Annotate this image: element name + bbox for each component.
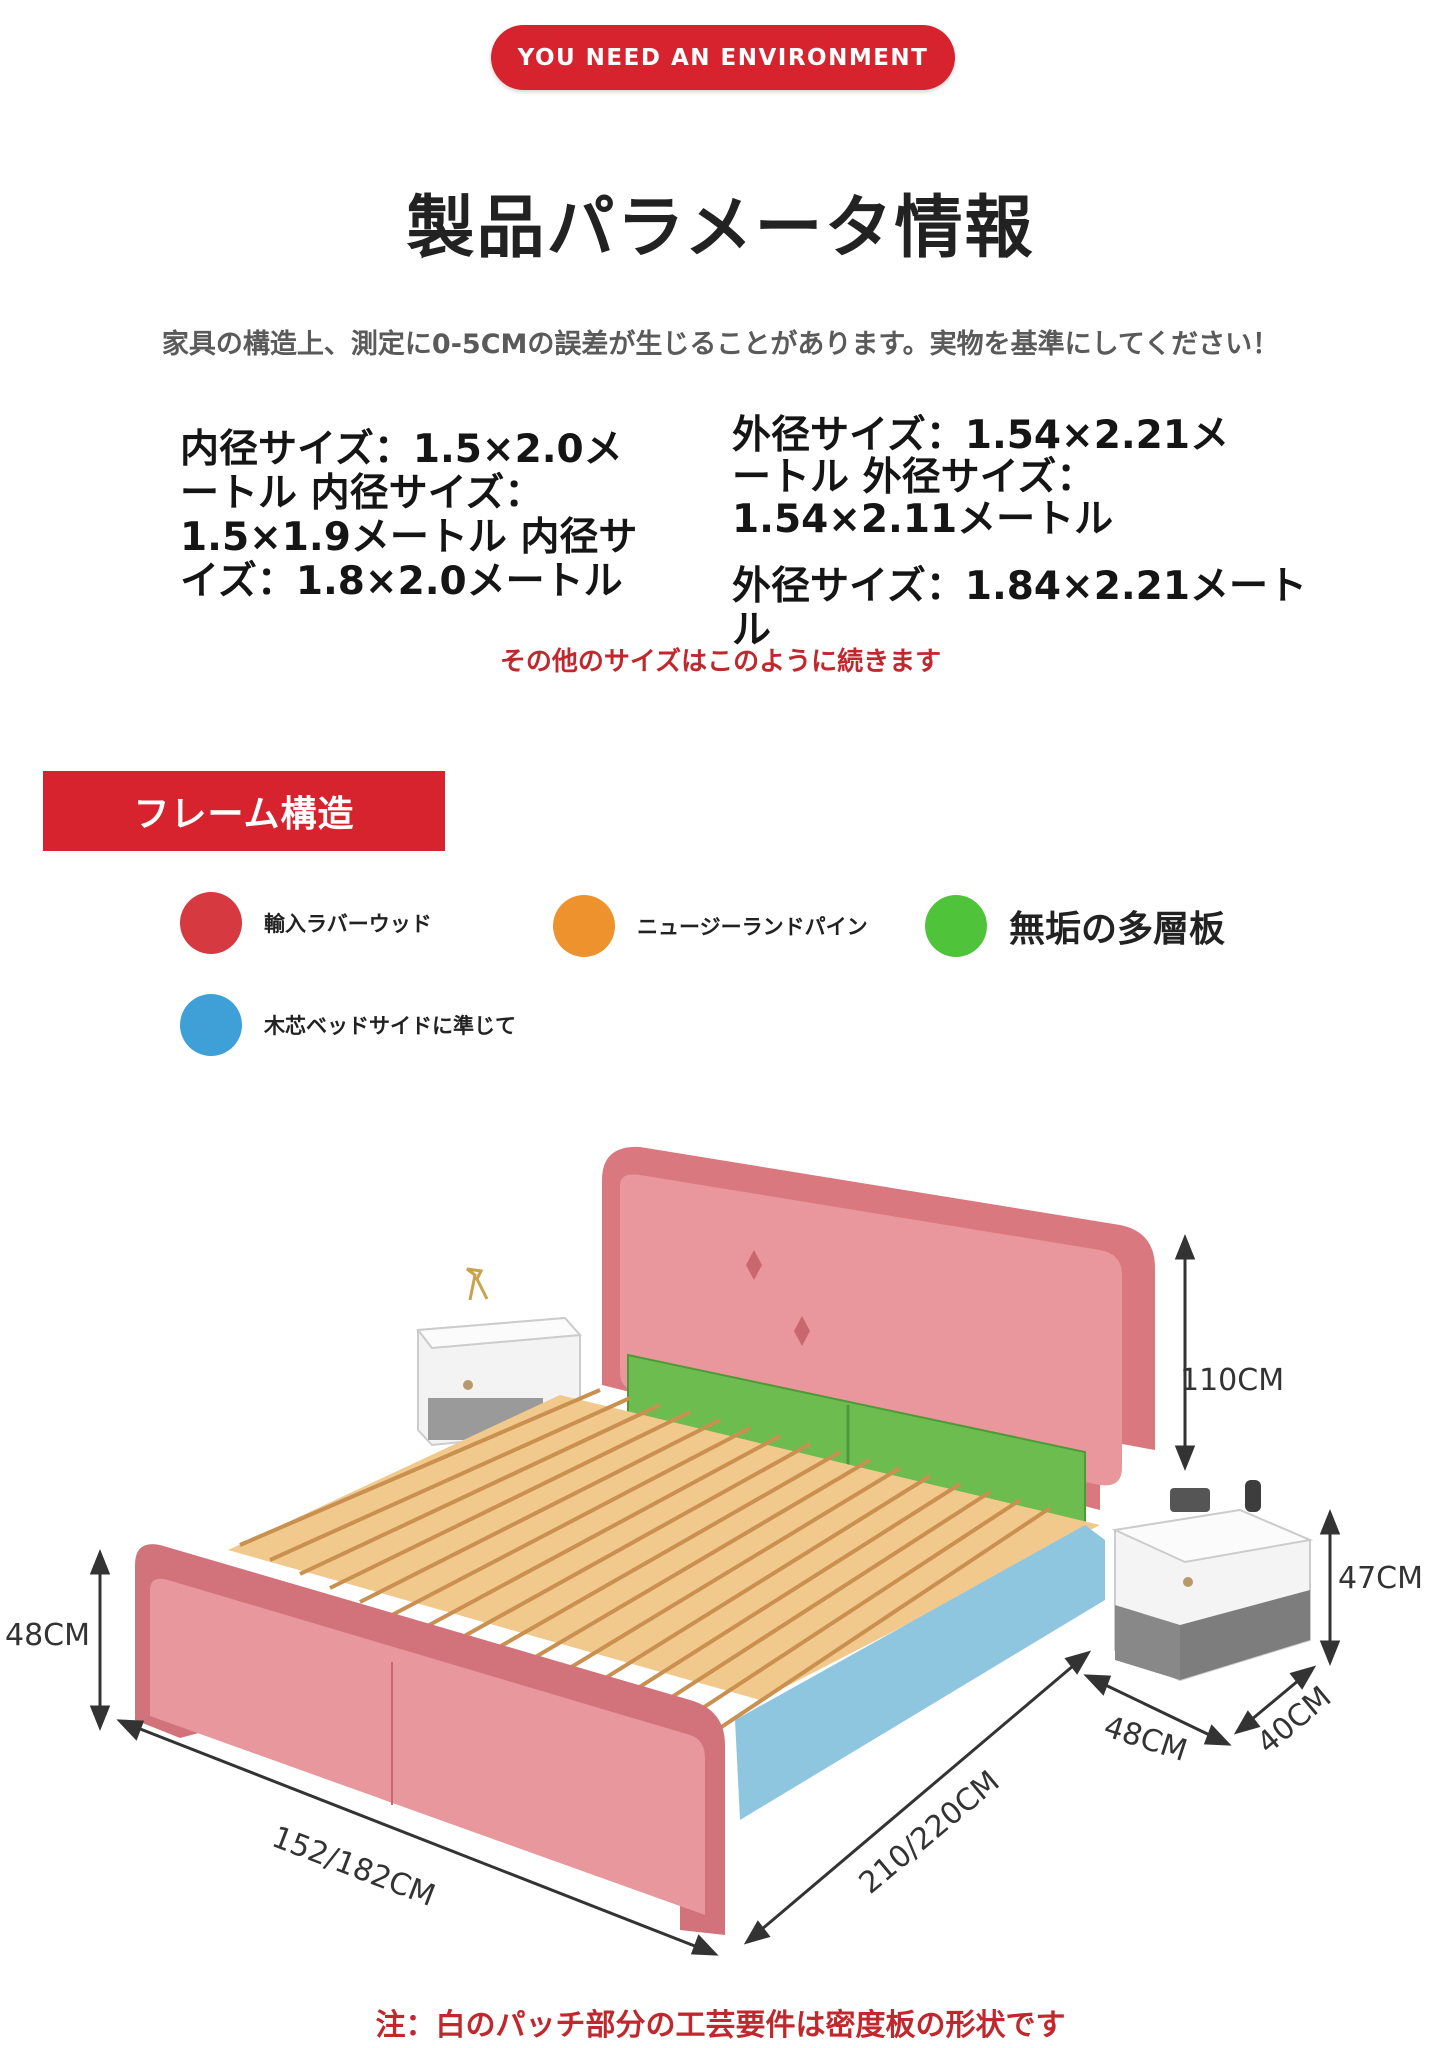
legend-label: 輸入ラバーウッド bbox=[264, 912, 432, 936]
dimension-arrows bbox=[89, 1233, 1341, 1956]
orange-swatch-icon bbox=[553, 895, 615, 957]
outer-sizes-text-1: 外径サイズ：1.54×2.21メートル 外径サイズ：1.54×2.11メートル bbox=[732, 413, 1229, 542]
legend-item-wood-core: 木芯ベッドサイドに準じて bbox=[180, 994, 516, 1056]
legend-item-rubberwood: 輸入ラバーウッド bbox=[180, 892, 432, 954]
legend-label: ニュージーランドパイン bbox=[637, 915, 868, 939]
frame-structure-title: フレーム構造 bbox=[133, 794, 355, 835]
outer-sizes-text-2: 外径サイズ：1.84×2.21メートル bbox=[732, 564, 1307, 653]
more-sizes-note: その他のサイズはこのように続きます bbox=[499, 647, 942, 677]
side-rail-illustration bbox=[735, 1525, 1105, 1820]
green-swatch-icon bbox=[925, 895, 987, 957]
legend-label: 無垢の多層板 bbox=[1009, 909, 1226, 950]
footboard-height-label: 48CM bbox=[5, 1618, 90, 1653]
environment-banner: YOU NEED AN ENVIRONMENT bbox=[491, 25, 955, 90]
nightstand-depth-label: 40CM bbox=[1251, 1680, 1339, 1761]
frame-structure-header: フレーム構造 bbox=[43, 771, 445, 851]
legend-label: 木芯ベッドサイドに準じて bbox=[264, 1014, 516, 1038]
nightstand-height-label: 47CM bbox=[1338, 1561, 1423, 1596]
page-title: 製品パラメータ情報 bbox=[406, 189, 1035, 268]
bed-width-label: 152/182CM bbox=[267, 1820, 440, 1914]
environment-banner-label: YOU NEED AN ENVIRONMENT bbox=[517, 44, 929, 71]
legend-item-pine: ニュージーランドパイン bbox=[553, 895, 868, 957]
slat-platform-illustration bbox=[228, 1388, 1100, 1750]
inner-sizes-text: 内径サイズ：1.5×2.0メートル 内径サイズ：1.5×1.9メートル 内径サイ… bbox=[180, 427, 638, 604]
blue-swatch-icon bbox=[180, 994, 242, 1056]
footboard-illustration bbox=[135, 1544, 725, 1935]
headboard-illustration bbox=[602, 1146, 1155, 1532]
footer-note: 注：白のパッチ部分の工芸要件は密度板の形状です bbox=[375, 2008, 1066, 2043]
headboard-height-label: 110CM bbox=[1180, 1363, 1284, 1398]
red-swatch-icon bbox=[180, 892, 242, 954]
legend-item-plywood: 無垢の多層板 bbox=[925, 895, 1225, 957]
right-nightstand-illustration bbox=[1111, 1480, 1314, 1682]
measurement-disclaimer: 家具の構造上、測定に0-5CMの誤差が生じることがあります。実物を基準にしてくだ… bbox=[161, 329, 1280, 360]
